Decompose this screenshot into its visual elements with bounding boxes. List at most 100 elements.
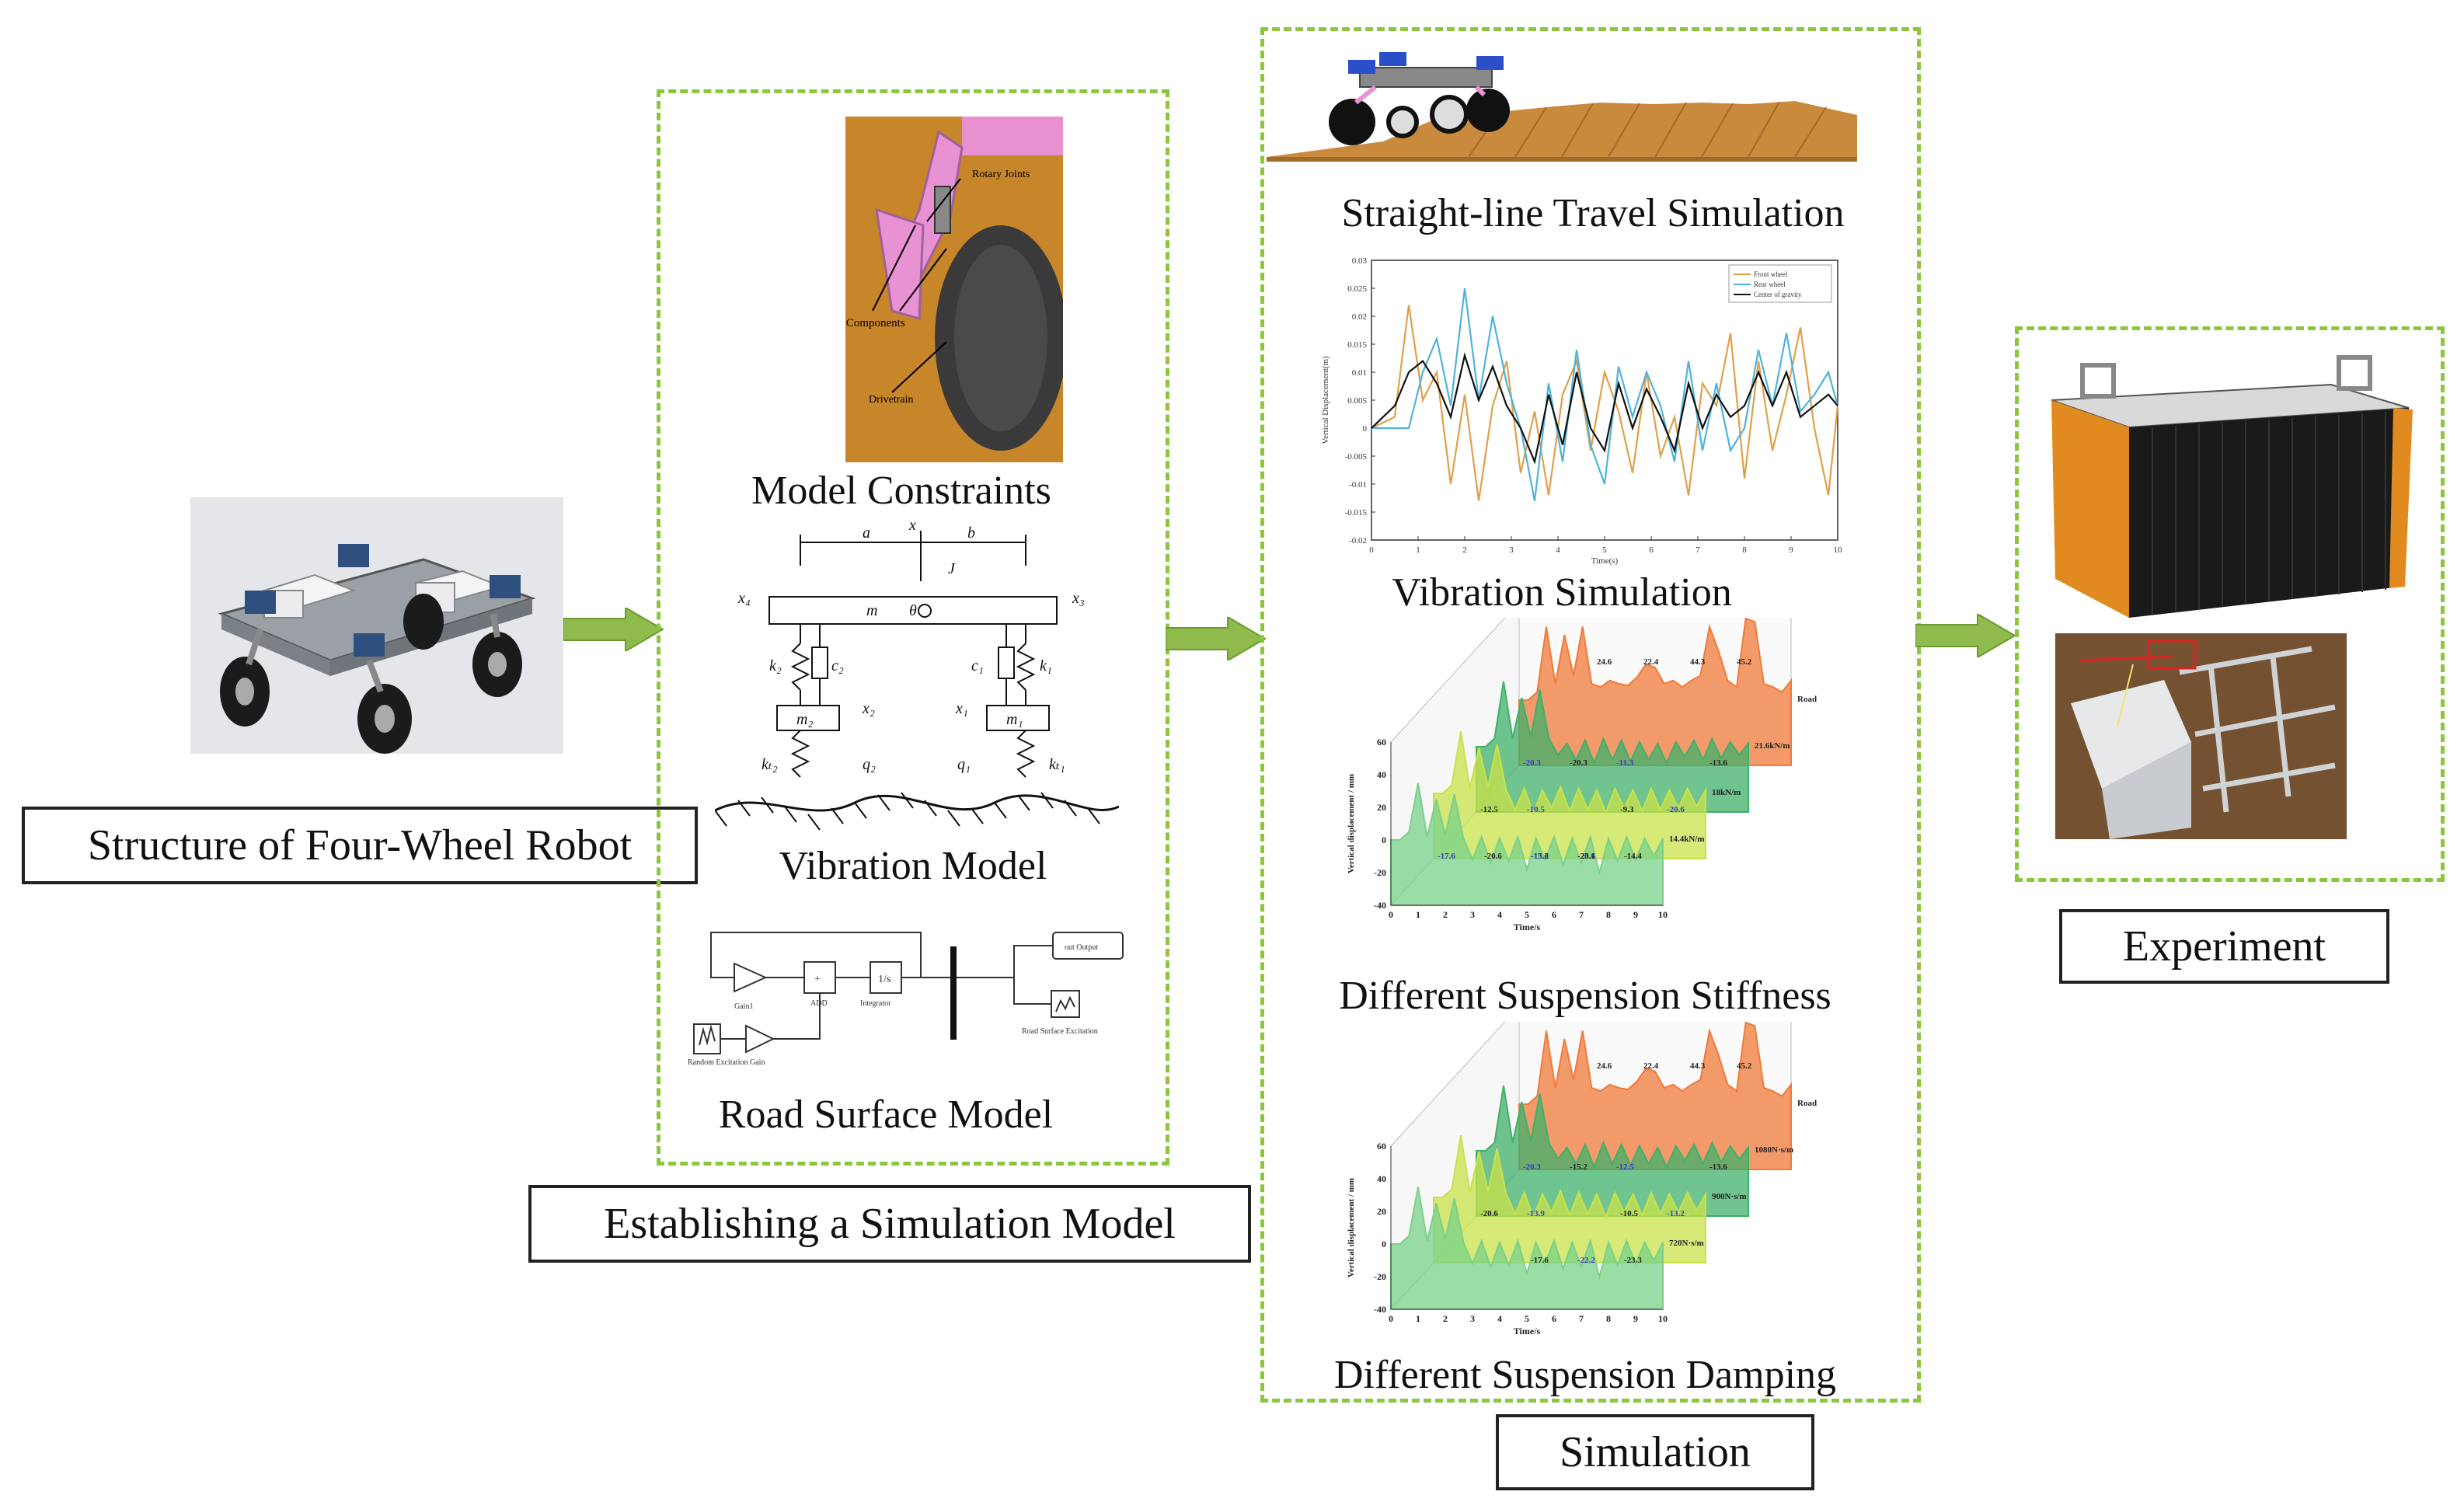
y-tick-label: -20 (1374, 1271, 1386, 1282)
caption-stiffness: Different Suspension Stiffness (1339, 974, 1831, 1018)
legend-label: Front wheel (1754, 270, 1788, 278)
y-tick-label: -40 (1374, 900, 1386, 911)
series-line-0 (1371, 305, 1839, 501)
annotation: -13.2 (1531, 852, 1549, 861)
symbol-k1: k₁ (1040, 657, 1052, 674)
block-random: Random Excitation (688, 1058, 748, 1067)
series-label: 1080N·s/m (1755, 1145, 1793, 1155)
road-surface-block-diagram: Gain1 ADD Integrator out Output Road Sur… (688, 932, 1124, 1067)
series-area-2 (1433, 1135, 1706, 1263)
y-tick-label: -0.01 (1349, 480, 1367, 490)
annotation: 44.3 (1690, 1061, 1706, 1071)
x-tick-label: 8 (1742, 545, 1747, 555)
caption-straight-line: Straight-line Travel Simulation (1341, 191, 1845, 235)
caption-model-constraints: Model Constraints (751, 469, 1051, 513)
battery-pack-photo (2036, 354, 2424, 629)
x-tick-label: 4 (1497, 1313, 1502, 1324)
caption-road-surface-model: Road Surface Model (718, 1093, 1054, 1137)
x-tick-label: 3 (1470, 1313, 1475, 1324)
symbol-x: x (908, 519, 916, 534)
series-label: 900N·s/m (1712, 1192, 1747, 1201)
y-tick-label: 0 (1363, 424, 1368, 434)
legend-label: Center of gravity (1754, 291, 1802, 298)
annotation: 44.3 (1690, 657, 1706, 667)
series-label: 720N·s/m (1669, 1239, 1704, 1248)
x-tick-label: 8 (1606, 909, 1611, 920)
annotation: -20.6 (1480, 1209, 1498, 1218)
annotation: -12.5 (1616, 1162, 1634, 1172)
annotation: -13.6 (1709, 1162, 1727, 1172)
annotation: -13.6 (1709, 758, 1727, 768)
block-road-excitation: Road Surface Excitation (1022, 1027, 1098, 1036)
symbol-x2: x₂ (862, 700, 875, 717)
annotation: -17.6 (1531, 1256, 1549, 1265)
y-axis-label: Vertical Displacement(m) (1321, 356, 1330, 444)
terrain-simulation-image (1267, 52, 1857, 162)
y-tick-label: -0.02 (1349, 536, 1367, 545)
y-tick-label: 0 (1382, 1239, 1386, 1249)
x-tick-label: 2 (1462, 545, 1467, 555)
symbol-m1: m₁ (1006, 711, 1023, 728)
field-test-photo (2055, 633, 2347, 839)
series-area-3 (1390, 1187, 1664, 1310)
series-area-2 (1433, 731, 1706, 859)
annotation: -14.4 (1624, 852, 1642, 861)
symbol-k2: k₂ (769, 657, 782, 674)
drivetrain-label: Drivetrain (869, 394, 914, 406)
annotation: -20.3 (1523, 758, 1541, 768)
x-tick-label: 6 (1552, 1313, 1556, 1324)
block-gain1: Gain1 (734, 1002, 753, 1011)
experiment-panel (2015, 326, 2445, 882)
annotation: -12.5 (1480, 805, 1498, 814)
annotation: -13.2 (1667, 1209, 1685, 1218)
block-gain: Gain (750, 1058, 765, 1067)
series-area-0 (1518, 618, 1792, 766)
annotation: -13.9 (1527, 1209, 1545, 1218)
legend-label: Rear wheel (1754, 281, 1786, 288)
x-tick-label: 7 (1696, 545, 1700, 555)
symbol-x3: x₃ (1072, 590, 1085, 607)
annotation: -11.3 (1616, 758, 1634, 768)
y-tick-label: -20 (1374, 867, 1386, 878)
block-output: out Output (1065, 943, 1098, 952)
annotation: 22.4 (1643, 657, 1659, 667)
series-label: 14.4kN/m (1669, 835, 1705, 844)
symbol-kt1: kₜ₁ (1049, 756, 1065, 773)
x-tick-label: 3 (1470, 909, 1475, 920)
symbol-b: b (967, 524, 975, 542)
rotary-joints-label: Rotary Joints (972, 169, 1030, 180)
symbol-q1: q₁ (957, 756, 971, 773)
y-tick-label: 0.02 (1352, 312, 1367, 322)
y-tick-label: 20 (1377, 1206, 1386, 1217)
annotation: 45.2 (1737, 657, 1752, 667)
y-tick-label: -0.005 (1345, 452, 1368, 462)
x-tick-label: 10 (1834, 545, 1843, 555)
symbol-c2: c₂ (831, 657, 844, 674)
y-tick-label: 0.005 (1347, 396, 1367, 406)
series-area-1 (1476, 1085, 1749, 1217)
x-tick-label: 5 (1525, 1313, 1529, 1324)
x-tick-label: 9 (1633, 1313, 1638, 1324)
x-tick-label: 1 (1416, 1313, 1420, 1324)
symbol-x1: x₁ (955, 700, 968, 717)
label-experiment: Experiment (2059, 909, 2389, 984)
series-label: Road excitation (1797, 695, 1818, 704)
x-tick-label: 7 (1579, 909, 1584, 920)
series-area-1 (1476, 681, 1749, 813)
x-tick-label: 9 (1789, 545, 1793, 555)
block-add: ADD (810, 999, 828, 1008)
vibration-model-diagram: a b x m θ J x₄ x₃ k₂ c₂ c₁ k₁ m₂ m₁ x₂ x… (715, 519, 1119, 831)
y-axis-label: Vertical displacement / mm (1347, 774, 1356, 873)
symbol-c1: c₁ (971, 657, 984, 674)
annotation: -20.3 (1523, 1162, 1541, 1172)
x-tick-label: 9 (1633, 909, 1638, 920)
x-tick-label: 0 (1389, 1313, 1393, 1324)
symbol-J: J (948, 560, 956, 577)
y-tick-label: 40 (1377, 769, 1386, 780)
x-tick-label: 7 (1579, 1313, 1584, 1324)
x-tick-label: 3 (1509, 545, 1514, 555)
caption-vibration-simulation: Vibration Simulation (1392, 570, 1732, 615)
annotation: -23.3 (1624, 1256, 1642, 1265)
linear-motion-label: Linear Motion Components (845, 317, 905, 329)
y-tick-label: 20 (1377, 802, 1386, 813)
